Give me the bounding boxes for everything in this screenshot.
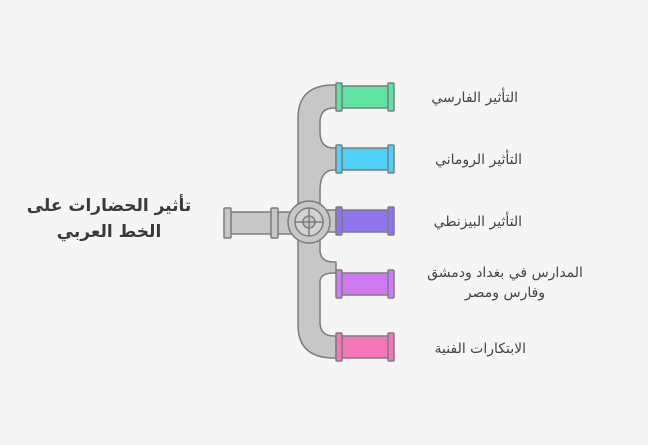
outlet-pipe-roman [335,144,395,174]
outlet-pipe-persian [335,82,395,112]
valve-icon [287,200,331,244]
branch-label-innovations: الابتكارات الفنية [434,341,526,357]
branch-label-schools: المدارس في بغداد ودمشق وفارس ومصر [427,265,583,301]
outlet-pipe-schools [335,269,395,299]
branch-label-persian: التأثير الفارسي [431,90,518,106]
branch-label-byzantine: التأثير البيزنطي [433,214,522,230]
outlet-pipe-innovations [335,332,395,362]
branch-label-roman: التأثير الروماني [435,152,522,168]
diagram-title: تأثير الحضارات على الخط العربي [26,196,192,242]
input-pipe [223,207,295,239]
outlet-pipe-byzantine [335,206,395,236]
